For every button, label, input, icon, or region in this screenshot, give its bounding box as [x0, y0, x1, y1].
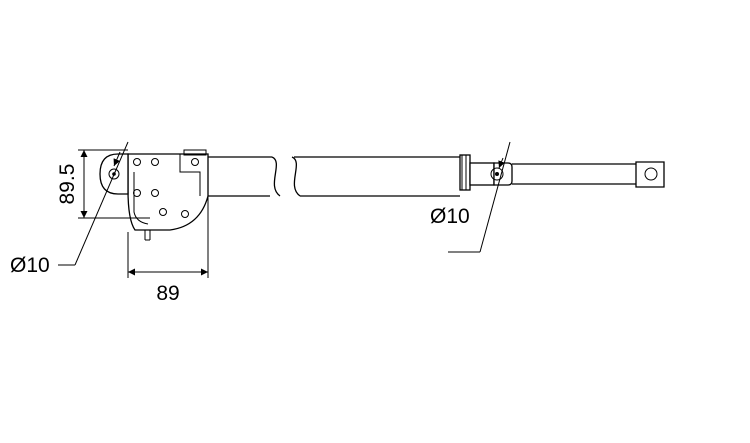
rear-hole-center	[495, 172, 499, 176]
outer-tube-right	[294, 156, 460, 197]
break-marks	[271, 156, 301, 197]
left-hole-leader: Ø10	[10, 141, 129, 277]
width-dimension: 89	[127, 196, 209, 305]
width-label: 89	[156, 282, 179, 305]
front-eye-hole	[644, 167, 658, 181]
height-dimension: 89.5	[56, 149, 150, 219]
left-hole-label: Ø10	[10, 254, 50, 277]
right-hole-label: Ø10	[430, 205, 470, 228]
motor-housing	[127, 149, 209, 241]
tube-end-cap	[459, 154, 513, 191]
inner-rod	[512, 161, 665, 188]
housing-screws	[133, 158, 199, 218]
outer-tube-left	[208, 156, 272, 197]
height-label: 89.5	[56, 164, 79, 205]
right-hole-leader: Ø10	[430, 141, 511, 253]
